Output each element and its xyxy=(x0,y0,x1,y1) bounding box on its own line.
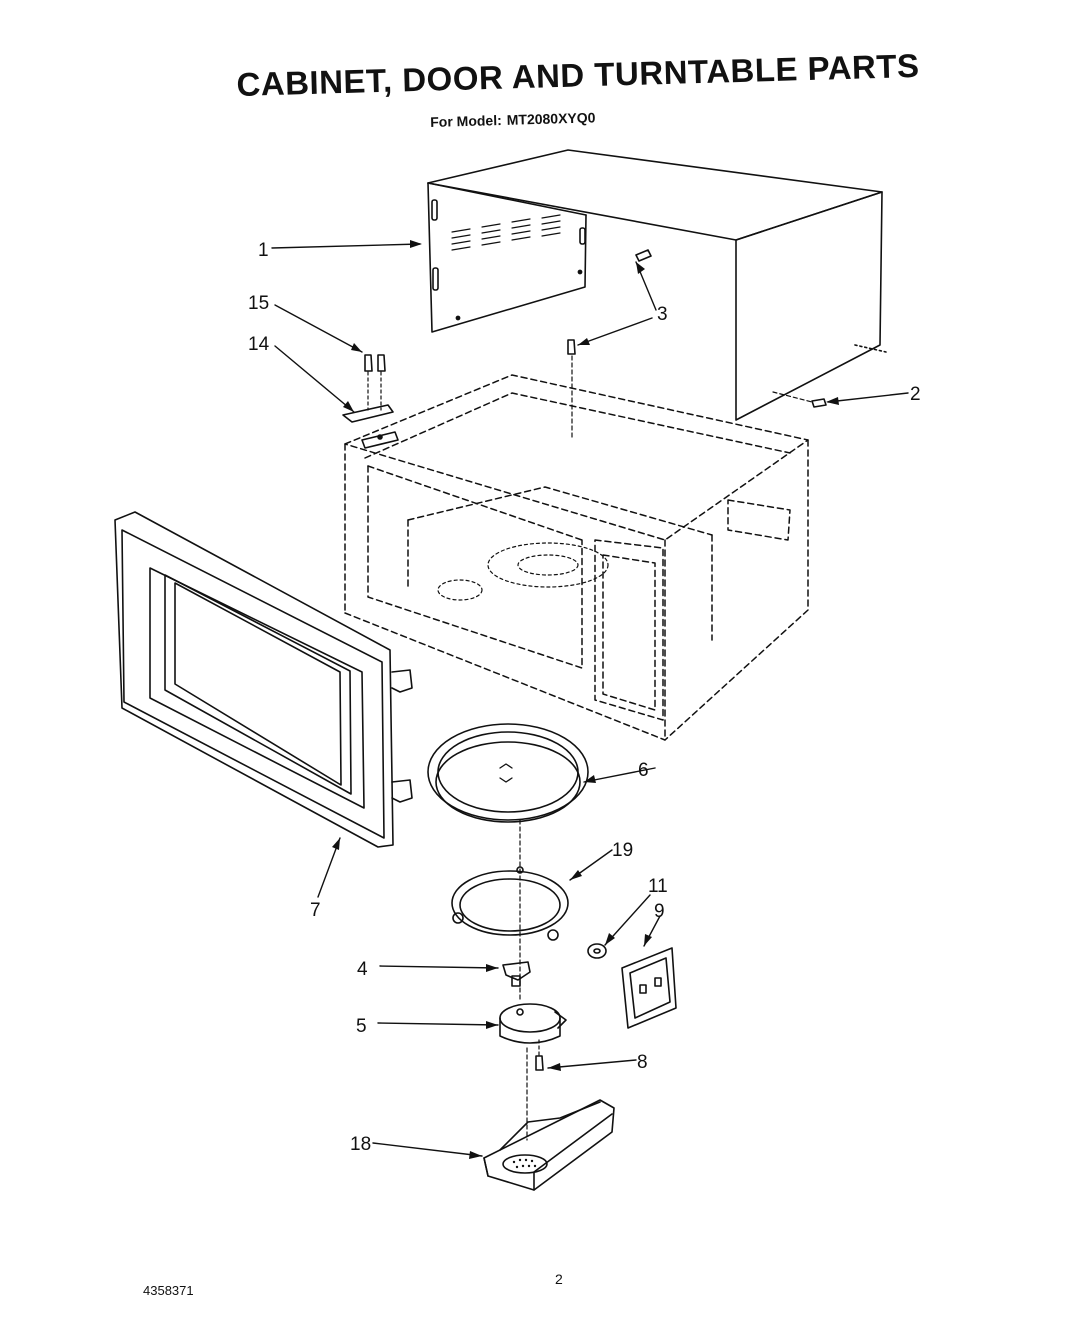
document-number: 4358371 xyxy=(143,1283,194,1298)
callout-numbers: 1 2 3 4 5 6 7 8 9 11 14 15 18 19 xyxy=(248,240,921,1155)
callout-3: 3 xyxy=(657,304,668,325)
callout-14: 14 xyxy=(248,334,270,355)
callout-6: 6 xyxy=(638,760,649,781)
screw-part-2 xyxy=(772,391,827,408)
callout-15: 15 xyxy=(248,293,269,314)
roller-part-11 xyxy=(587,943,607,959)
roller-ring xyxy=(451,819,569,1001)
callout-1: 1 xyxy=(258,240,269,261)
callout-9: 9 xyxy=(654,901,665,922)
callout-11: 11 xyxy=(648,876,668,897)
glass-tray xyxy=(427,723,589,823)
callout-19: 19 xyxy=(612,840,633,861)
cover-part-9 xyxy=(621,947,677,1029)
leader-arrowheads xyxy=(332,240,839,1159)
callout-4: 4 xyxy=(357,959,368,980)
door-assembly xyxy=(114,511,413,848)
base-pan xyxy=(483,1099,615,1191)
screw-part-8 xyxy=(526,1039,544,1141)
callout-2: 2 xyxy=(910,384,921,405)
callout-8: 8 xyxy=(637,1052,648,1073)
cavity-turntable-hint xyxy=(437,542,609,601)
cabinet-wrapper xyxy=(427,149,887,421)
callout-7: 7 xyxy=(310,900,321,921)
hinge-parts xyxy=(342,354,399,449)
coupling xyxy=(502,961,531,987)
callout-18: 18 xyxy=(350,1134,371,1155)
callout-5: 5 xyxy=(356,1016,367,1037)
leader-lines xyxy=(271,243,909,1157)
page-number: 2 xyxy=(555,1271,563,1287)
oven-cavity-dashed xyxy=(344,374,809,741)
screw-part-3 xyxy=(567,249,652,441)
turntable-motor xyxy=(499,1003,567,1044)
